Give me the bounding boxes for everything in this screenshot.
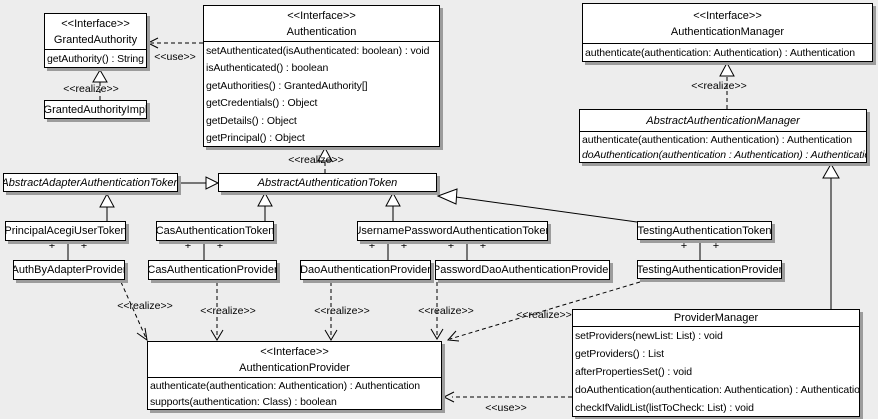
class-granted-authority-impl[interactable]: GrantedAuthorityImpl (44, 100, 147, 119)
class-username-password-authentication-token[interactable]: UsernamePasswordAuthenticationToken (357, 221, 548, 241)
method-label: isAuthenticated() : boolean (206, 62, 329, 75)
realize-arrow-passworddao (430, 328, 444, 340)
assoc-plus: + (479, 240, 487, 252)
gen-arrow-usernamepassword-token (385, 191, 401, 207)
method-label: authenticate(authentication: Authenticat… (582, 133, 853, 146)
method-label: afterPropertiesSet() : void (575, 366, 692, 378)
realize-arrow-dao (324, 329, 338, 341)
class-name: AuthenticationManager (670, 25, 785, 38)
assoc-plus: + (48, 240, 56, 252)
realize-arrow-authenticationmanager (719, 61, 735, 77)
use-label-authenticationprovider: <<use>> (485, 402, 527, 414)
class-auth-by-adapter-provider[interactable]: AuthByAdapterProvider (13, 260, 125, 280)
realize-label-daoprovider: <<realize>> (314, 305, 370, 317)
realize-label-grantedauthority: <<realize>> (63, 83, 119, 95)
realize-arrow-cas (210, 329, 224, 341)
method-label: doAuthentication(authentication: Authent… (575, 384, 859, 396)
method-label: setProviders(newList: List) : void (575, 330, 723, 342)
class-name: ProviderManager (673, 312, 759, 324)
method-label: getProviders() : List (575, 348, 664, 360)
gen-arrow-principal-token (99, 192, 115, 208)
assoc-plus: + (447, 240, 455, 252)
class-abstract-authentication-token[interactable]: AbstractAuthenticationToken (218, 173, 437, 192)
assoc-plus: + (400, 240, 408, 252)
gen-line-testing-token (455, 196, 638, 223)
method-label: getCredentials() : Object (206, 97, 318, 110)
method-label: authenticate(authentication: Authenticat… (585, 47, 856, 59)
method-label: doAuthentication(authentication : Authen… (582, 149, 866, 162)
gen-arrow-cas-token (257, 191, 273, 207)
method-label: authenticate(authentication: Authenticat… (150, 380, 421, 392)
class-password-dao-authentication-provider[interactable]: PasswordDaoAuthenticationProvider (435, 260, 610, 280)
stereotype-label: <<Interface>> (287, 9, 356, 22)
assoc-plus: + (184, 240, 192, 252)
realize-arrow-authbyadapter (136, 327, 148, 342)
gen-arrow-provider-manager (822, 162, 840, 179)
method-label: getAuthorities() : GrantedAuthority[] (206, 79, 368, 92)
class-testing-authentication-token[interactable]: TestingAuthenticationToken (637, 221, 772, 240)
class-name: Authentication (286, 25, 357, 38)
method-label: setAuthenticated(isAuthenticated: boolea… (206, 44, 430, 57)
assoc-plus: + (680, 240, 688, 252)
class-authentication-manager[interactable]: <<Interface>> AuthenticationManager auth… (582, 3, 873, 62)
class-name: GrantedAuthority (53, 33, 138, 46)
realize-line-authbyadapter (120, 281, 147, 339)
stereotype-label: <<Interface>> (693, 9, 762, 22)
method-label: supports(authentication: Class) : boolea… (150, 396, 337, 408)
class-name: AuthenticationProvider (239, 361, 350, 374)
realize-label-testingprovider: <<realize>> (516, 309, 572, 321)
gen-arrow-adapter-token (205, 176, 220, 190)
realize-arrow-grantedauthority (92, 69, 108, 83)
realize-label-authbyadapter: <<realize>> (117, 300, 173, 312)
realize-label-authentication: <<realize>> (288, 154, 344, 166)
class-abstract-authentication-manager[interactable]: AbstractAuthenticationManager authentica… (579, 109, 867, 163)
realize-arrow-authentication (317, 146, 333, 162)
gen-arrow-testing-token (436, 188, 458, 205)
stereotype-label: <<Interface>> (260, 345, 329, 358)
use-label-grantedauthority: <<use>> (154, 51, 196, 63)
assoc-plus: + (712, 240, 720, 252)
class-dao-authentication-provider[interactable]: DaoAuthenticationProvider (300, 260, 431, 280)
assoc-plus: + (80, 240, 88, 252)
method-label: getAuthority() : String (47, 53, 144, 65)
class-name: AbstractAuthenticationManager (646, 114, 800, 127)
method-label: checkIfValidList(listToCheck: List) : vo… (575, 402, 754, 414)
assoc-plus: + (216, 240, 224, 252)
use-arrow-grantedauthority (146, 37, 159, 49)
class-testing-authentication-provider[interactable]: TestingAuthenticationProvider (637, 260, 782, 279)
class-cas-authentication-provider[interactable]: CasAuthenticationProvider (148, 260, 277, 280)
class-cas-authentication-token[interactable]: CasAuthenticationToken (156, 221, 274, 241)
stereotype-label: <<Interface>> (61, 17, 130, 30)
class-abstract-adapter-authentication-token[interactable]: AbstractAdapterAuthenticationToken (3, 173, 178, 192)
realize-arrow-testingprovider (446, 330, 460, 342)
use-arrow-authenticationprovider (442, 391, 455, 403)
class-provider-manager[interactable]: ProviderManager setProviders(newList: Li… (572, 309, 860, 417)
class-authentication[interactable]: <<Interface>> Authentication setAuthenti… (203, 5, 440, 147)
realize-label-casprovider: <<realize>> (200, 305, 256, 317)
class-granted-authority[interactable]: <<Interface>> GrantedAuthority getAuthor… (44, 13, 147, 68)
realize-line-testingprovider (449, 281, 641, 340)
method-label: getDetails() : Object (206, 114, 297, 127)
class-principal-acegi-user-token[interactable]: PrincipalAcegiUserToken (5, 221, 126, 241)
assoc-plus: + (368, 240, 376, 252)
class-authentication-provider[interactable]: <<Interface>> AuthenticationProvider aut… (147, 341, 442, 410)
method-label: getPrincipal() : Object (206, 132, 305, 145)
realize-label-passworddaoprovider: <<realize>> (418, 305, 474, 317)
realize-label-authenticationmanager: <<realize>> (691, 80, 747, 92)
